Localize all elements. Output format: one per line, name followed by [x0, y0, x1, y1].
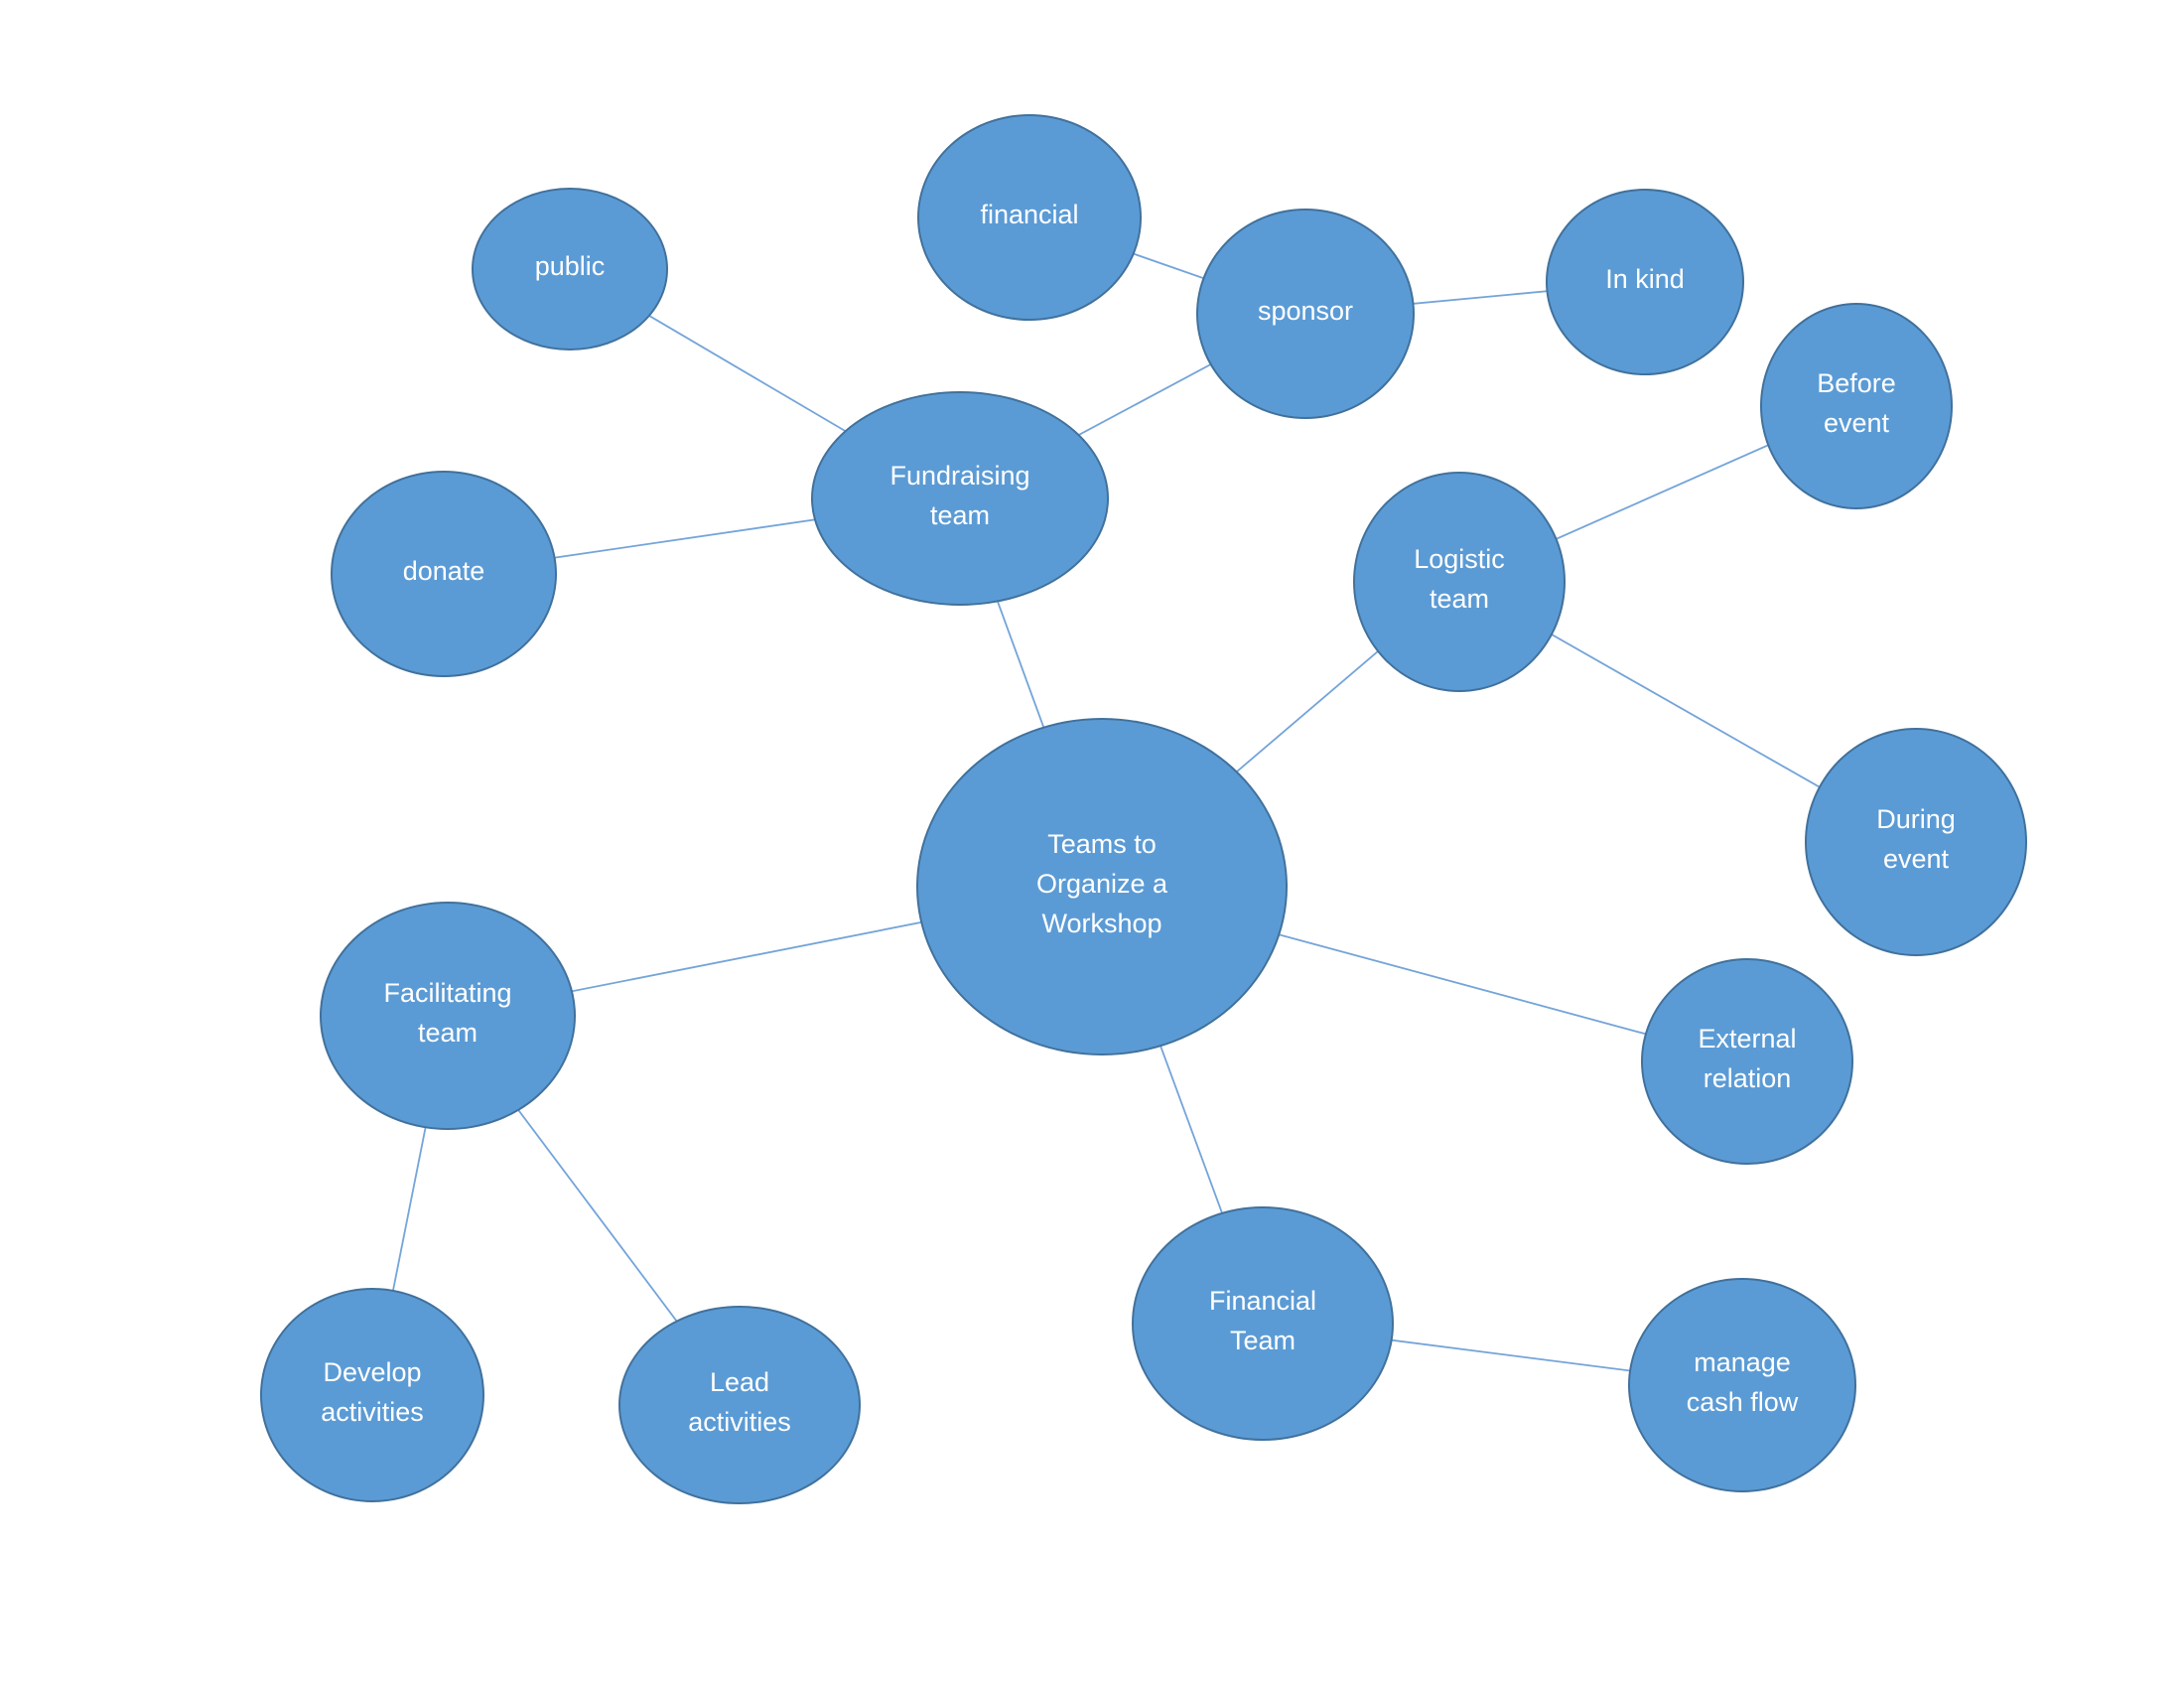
node-lead[interactable]: Lead activities: [618, 1306, 861, 1504]
node-financial-label-line: financial: [980, 200, 1079, 229]
node-sponsor[interactable]: sponsor: [1196, 209, 1415, 419]
node-during-event[interactable]: During event: [1805, 728, 2027, 956]
node-lead-label-line: activities: [688, 1407, 791, 1437]
node-during-event-label-line: event: [1882, 844, 1950, 874]
node-facilitating-label-line: Facilitating: [383, 978, 512, 1008]
node-in-kind[interactable]: In kind: [1546, 189, 1744, 375]
node-sponsor-label-line: sponsor: [1257, 296, 1354, 326]
node-develop[interactable]: Develop activities: [260, 1288, 484, 1502]
node-facilitating-label-line: team: [417, 1018, 478, 1048]
node-before-event-label-line: event: [1823, 408, 1890, 438]
node-fundraising-label-line: team: [929, 500, 991, 530]
node-external-label-line: External: [1698, 1024, 1797, 1054]
node-logistic-label-line: team: [1429, 584, 1490, 614]
node-in-kind-label-line: In kind: [1605, 264, 1685, 294]
node-donate[interactable]: donate: [331, 471, 557, 677]
node-public-label-line: public: [534, 251, 606, 281]
node-public[interactable]: public: [472, 188, 668, 351]
node-develop-label-line: Develop: [323, 1357, 422, 1387]
node-external[interactable]: External relation: [1641, 958, 1853, 1165]
node-external-label-line: relation: [1703, 1063, 1792, 1093]
node-financial[interactable]: financial: [917, 114, 1142, 321]
node-during-event-label-line: During: [1876, 804, 1956, 834]
node-donate-label-line: donate: [402, 556, 485, 586]
node-before-event[interactable]: Before event: [1760, 303, 1953, 509]
node-manage-cash[interactable]: manage cash flow: [1628, 1278, 1856, 1492]
node-central-label-line: Organize a: [1035, 869, 1168, 899]
node-develop-label-line: activities: [321, 1397, 424, 1427]
node-central-label-line: Teams to: [1047, 829, 1157, 859]
node-logistic[interactable]: Logistic team: [1353, 472, 1566, 692]
node-lead-label-line: Lead: [709, 1367, 770, 1397]
node-before-event-label-line: Before: [1817, 368, 1896, 398]
node-financial-team-label-line: Team: [1229, 1326, 1297, 1355]
node-central[interactable]: Teams to Organize a Workshop: [916, 718, 1288, 1055]
node-facilitating[interactable]: Facilitating team: [320, 902, 576, 1130]
node-central-label-line: Workshop: [1041, 909, 1162, 938]
node-manage-cash-label-line: manage: [1694, 1347, 1791, 1377]
node-fundraising[interactable]: Fundraising team: [811, 391, 1109, 606]
node-manage-cash-label-line: cash flow: [1686, 1387, 1799, 1417]
node-logistic-label-line: Logistic: [1414, 544, 1505, 574]
node-fundraising-label-line: Fundraising: [889, 461, 1030, 491]
node-financial-team-label-line: Financial: [1208, 1286, 1317, 1316]
